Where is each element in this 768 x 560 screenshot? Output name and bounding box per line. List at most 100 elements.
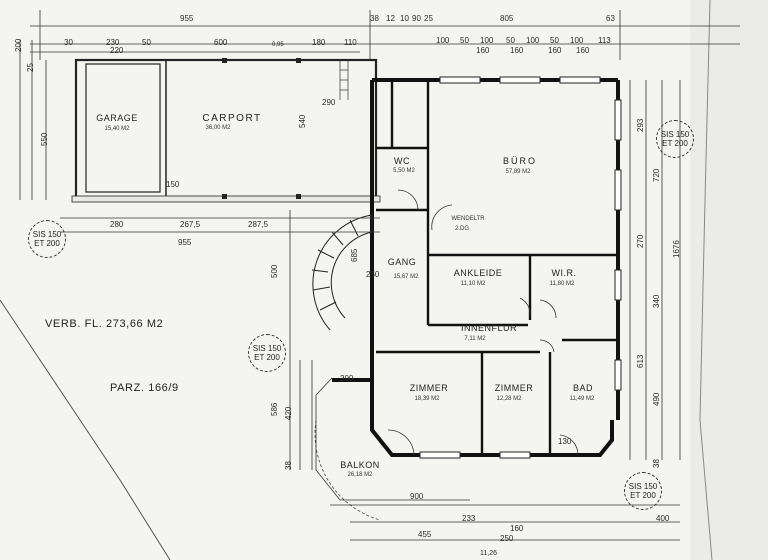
room-area-carport: 36,00 M2 <box>205 125 231 131</box>
dim-top2: 0,95 <box>272 42 284 48</box>
entry-stair <box>339 60 349 100</box>
dim-right: 38 <box>652 459 661 468</box>
bay-outline <box>315 377 470 501</box>
dim-right: 293 <box>636 118 645 132</box>
room-area-zimmer-2: 12,28 M2 <box>496 396 522 402</box>
room-area-innenflur: 7,11 M2 <box>464 336 486 342</box>
sis-line1: SIS 150 <box>32 230 62 239</box>
sis-line1: SIS 150 <box>252 344 282 353</box>
dim-right: 340 <box>652 294 661 308</box>
room-area-buero: 57,89 M2 <box>505 169 531 175</box>
dim-bottom: 900 <box>410 492 424 501</box>
dim-misc: 200 <box>340 374 354 383</box>
room-name-innenflur: INNENFLUR <box>460 323 518 333</box>
dim-bottom: 955 <box>178 238 192 247</box>
room-name-ankleide: ANKLEIDE <box>453 268 503 278</box>
room-name-wir: WI.R. <box>551 268 577 278</box>
sis-marker: SIS 150 ET 200 <box>28 220 66 258</box>
dim-misc: 290 <box>322 98 336 107</box>
dim-bottom: 11,26 <box>480 550 497 557</box>
dim-bottom: 400 <box>656 514 670 523</box>
room-name-bad: BAD <box>572 383 594 393</box>
dim-top2: 50 <box>550 36 559 45</box>
dim-top2: 110 <box>344 38 357 47</box>
balcony-curve <box>314 419 381 521</box>
spiral-staircase <box>311 214 373 331</box>
stair-label-wendeltr: WENDELTR <box>451 216 485 222</box>
dim-top: 25 <box>424 14 433 23</box>
dim-top: 955 <box>180 14 194 23</box>
room-area-gang: 15,67 M2 <box>393 274 419 280</box>
dim-top2: 100 <box>526 36 540 45</box>
dim-top: 10 <box>400 14 409 23</box>
dim-bottom: 250 <box>500 534 514 543</box>
carport-columns <box>222 58 301 199</box>
dim-right: 1676 <box>672 240 681 258</box>
dim-top: 90 <box>412 14 421 23</box>
dim-misc: 130 <box>558 437 572 446</box>
dim-left: 420 <box>284 406 293 420</box>
stair-label-sub: 2.DG <box>454 226 470 232</box>
dim-top3: 220 <box>110 46 124 55</box>
room-name-zimmer-2: ZIMMER <box>494 383 534 393</box>
bottom-dimensions <box>60 217 680 541</box>
top-dimensions <box>30 10 740 60</box>
dim-top: 63 <box>606 14 615 23</box>
room-area-bad: 11,49 M2 <box>569 396 595 402</box>
room-name-garage: GARAGE <box>96 113 138 123</box>
sis-line2: ET 200 <box>34 239 60 248</box>
dim-left: 500 <box>270 264 279 278</box>
parcel-label: PARZ. 166/9 <box>110 382 179 394</box>
windows <box>419 76 622 459</box>
dim-bottom: 267,5 <box>180 220 201 229</box>
dim-top2: 100 <box>436 36 450 45</box>
left-dimensions <box>19 40 313 470</box>
dim-top2: 180 <box>312 38 326 47</box>
dim-top2: 50 <box>142 38 151 47</box>
room-name-wc: WC <box>394 156 410 166</box>
dim-bottom: 280 <box>110 220 124 229</box>
room-area-wc: 5,50 M2 <box>393 168 415 174</box>
dim-bottom: 160 <box>510 524 524 533</box>
dim-top2: 100 <box>480 36 494 45</box>
dim-right: 613 <box>636 354 645 368</box>
dim-right: 720 <box>652 168 661 182</box>
dim-left: 586 <box>270 402 279 416</box>
dim-bottom: 287,5 <box>248 220 269 229</box>
dim-misc: 150 <box>166 180 180 189</box>
dim-top2: 100 <box>570 36 584 45</box>
dim-top3: 160 <box>576 46 590 55</box>
sis-marker: SIS 150 ET 200 <box>656 120 694 158</box>
sis-line2: ET 200 <box>662 139 688 148</box>
dim-left: 25 <box>26 63 35 72</box>
sis-marker: SIS 150 ET 200 <box>248 334 286 372</box>
dim-right: 270 <box>636 234 645 248</box>
sis-line1: SIS 150 <box>628 482 658 491</box>
verb-fl-label: VERB. FL. 273,66 M2 <box>45 318 164 330</box>
dim-misc: 250 <box>366 270 380 279</box>
dim-top3: 160 <box>510 46 524 55</box>
interior-walls <box>376 80 618 455</box>
sis-line2: ET 200 <box>254 353 280 362</box>
dim-left: 38 <box>284 461 293 470</box>
sis-line1: SIS 150 <box>660 130 690 139</box>
dim-top2: 600 <box>214 38 228 47</box>
dim-bottom: 455 <box>418 530 432 539</box>
dim-misc: 540 <box>298 114 307 128</box>
dim-top2: 50 <box>506 36 515 45</box>
dim-top3: 160 <box>476 46 490 55</box>
dim-top2: 50 <box>460 36 469 45</box>
room-name-balkon: BALKON <box>340 460 380 470</box>
dim-right: 490 <box>652 392 661 406</box>
room-area-zimmer-1: 18,39 M2 <box>414 396 440 402</box>
room-area-garage: 15,40 M2 <box>104 126 130 132</box>
dim-top3: 160 <box>548 46 562 55</box>
room-area-ankleide: 11,10 M2 <box>460 281 486 287</box>
property-line-right <box>699 0 713 560</box>
dim-misc: 685 <box>350 248 359 262</box>
dim-top2: 113 <box>598 36 611 45</box>
dim-left: 200 <box>14 38 23 52</box>
property-line <box>0 299 171 560</box>
room-name-carport: CARPORT <box>202 113 262 124</box>
